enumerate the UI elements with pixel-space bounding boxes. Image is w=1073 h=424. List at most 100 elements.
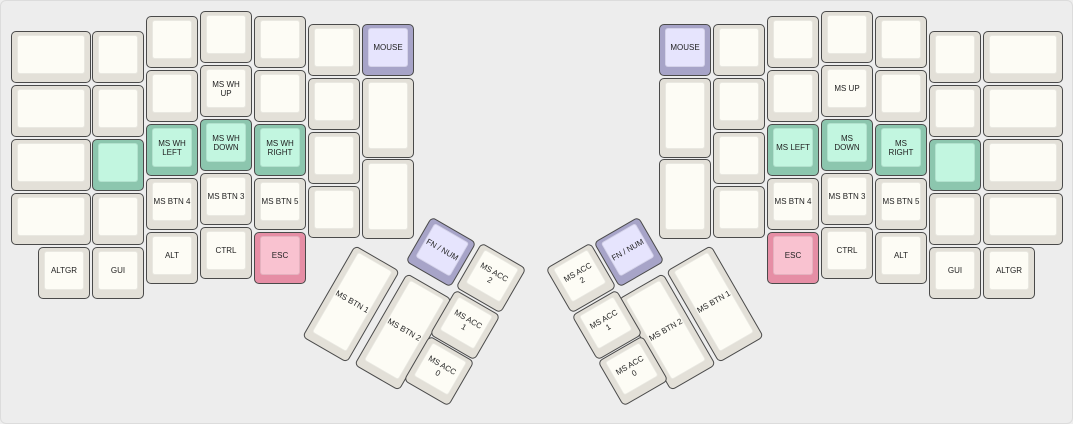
- key-right-r2c1[interactable]: [713, 132, 765, 184]
- key-left-r2c0[interactable]: [11, 139, 91, 191]
- key-label: [989, 89, 1057, 128]
- key-label: MS BTN 5: [260, 182, 300, 221]
- key-label: [152, 74, 192, 113]
- key-label: [260, 74, 300, 113]
- key-right-r2c6[interactable]: [983, 139, 1063, 191]
- key-label: [719, 190, 759, 229]
- key-left-r2c6[interactable]: [362, 159, 414, 239]
- key-left-r0c5[interactable]: [308, 24, 360, 76]
- key-left-r1c2[interactable]: [146, 70, 198, 122]
- key-right-r3c3[interactable]: MS BTN 3: [821, 173, 873, 225]
- key-left-r2c1[interactable]: [92, 139, 144, 191]
- key-label: [368, 163, 408, 230]
- key-left-r0c1[interactable]: [92, 31, 144, 83]
- key-right-r3c4[interactable]: MS BTN 5: [875, 178, 927, 230]
- key-left-r0c3[interactable]: [200, 11, 252, 63]
- key-label: GUI: [98, 251, 138, 290]
- key-left-r2c2[interactable]: MS WH LEFT: [146, 124, 198, 176]
- key-right-r1c1[interactable]: [713, 78, 765, 130]
- key-left-r3c0[interactable]: [11, 193, 91, 245]
- key-label: MS BTN 5: [881, 182, 921, 221]
- key-right-r0c4[interactable]: [875, 16, 927, 68]
- key-left-r1c0[interactable]: [11, 85, 91, 137]
- key-right-r1c6[interactable]: [983, 85, 1063, 137]
- key-label: ALTGR: [989, 251, 1029, 290]
- key-label: [314, 82, 354, 121]
- key-left-r2c4[interactable]: MS WH RIGHT: [254, 124, 306, 176]
- key-label: [989, 143, 1057, 182]
- key-label: FN / NUM: [415, 222, 470, 277]
- key-left-r3c4[interactable]: MS BTN 5: [254, 178, 306, 230]
- key-right-r4c2[interactable]: ESC: [767, 232, 819, 284]
- key-left-r0c6[interactable]: MOUSE: [362, 24, 414, 76]
- key-right-r2c0[interactable]: [659, 159, 711, 239]
- key-label: MS RIGHT: [881, 128, 921, 167]
- key-left-r2c5[interactable]: [308, 132, 360, 184]
- key-label: [935, 89, 975, 128]
- key-label: [368, 82, 408, 149]
- key-right-r1c2[interactable]: [767, 70, 819, 122]
- key-right-r3c1[interactable]: [713, 186, 765, 238]
- key-left-r3c3[interactable]: MS BTN 3: [200, 173, 252, 225]
- key-right-r0c6[interactable]: [983, 31, 1063, 83]
- key-label: [773, 74, 813, 113]
- key-right-r0c5[interactable]: [929, 31, 981, 83]
- key-label: MS WH DOWN: [206, 123, 246, 162]
- key-label: [152, 20, 192, 59]
- key-right-r0c0[interactable]: MOUSE: [659, 24, 711, 76]
- key-left-r4c1[interactable]: GUI: [92, 247, 144, 299]
- key-right-r4c4[interactable]: ALT: [875, 232, 927, 284]
- key-right-r3c2[interactable]: MS BTN 4: [767, 178, 819, 230]
- key-label: [314, 28, 354, 67]
- key-label: [665, 82, 705, 149]
- key-right-r3c5[interactable]: [929, 193, 981, 245]
- key-right-r0c1[interactable]: [713, 24, 765, 76]
- key-right-r2c2[interactable]: MS LEFT: [767, 124, 819, 176]
- key-left-r1c3[interactable]: MS WH UP: [200, 65, 252, 117]
- key-right-r1c4[interactable]: [875, 70, 927, 122]
- key-right-r0c3[interactable]: [821, 11, 873, 63]
- key-label: MS WH RIGHT: [260, 128, 300, 167]
- key-left-r4c0[interactable]: ALTGR: [38, 247, 90, 299]
- key-label: ESC: [260, 236, 300, 275]
- key-label: MS DOWN: [827, 123, 867, 162]
- key-label: [17, 89, 85, 128]
- key-left-r3c2[interactable]: MS BTN 4: [146, 178, 198, 230]
- key-label: [314, 190, 354, 229]
- key-label: [935, 35, 975, 74]
- key-label: MOUSE: [368, 28, 408, 67]
- key-label: [665, 163, 705, 230]
- key-right-r1c5[interactable]: [929, 85, 981, 137]
- key-left-r3c5[interactable]: [308, 186, 360, 238]
- key-right-r2c5[interactable]: [929, 139, 981, 191]
- key-left-r0c2[interactable]: [146, 16, 198, 68]
- key-left-r0c0[interactable]: [11, 31, 91, 83]
- key-label: [98, 143, 138, 182]
- key-left-r2c3[interactable]: MS WH DOWN: [200, 119, 252, 171]
- key-label: [17, 197, 85, 236]
- key-label: CTRL: [206, 231, 246, 270]
- key-right-r4c3[interactable]: CTRL: [821, 227, 873, 279]
- key-right-r4c6[interactable]: ALTGR: [983, 247, 1035, 299]
- key-right-r2c3[interactable]: MS DOWN: [821, 119, 873, 171]
- key-right-r0c2[interactable]: [767, 16, 819, 68]
- key-label: MS UP: [827, 69, 867, 108]
- key-label: MS BTN 3: [206, 177, 246, 216]
- key-left-r0c4[interactable]: [254, 16, 306, 68]
- key-left-r4c3[interactable]: CTRL: [200, 227, 252, 279]
- key-left-r4c2[interactable]: ALT: [146, 232, 198, 284]
- key-left-r1c5[interactable]: [308, 78, 360, 130]
- key-left-r4c4[interactable]: ESC: [254, 232, 306, 284]
- key-left-r1c4[interactable]: [254, 70, 306, 122]
- key-right-r1c3[interactable]: MS UP: [821, 65, 873, 117]
- key-left-r3c1[interactable]: [92, 193, 144, 245]
- key-left-r1c6[interactable]: [362, 78, 414, 158]
- key-label: [881, 74, 921, 113]
- key-label: [314, 136, 354, 175]
- key-left-r1c1[interactable]: [92, 85, 144, 137]
- key-right-r2c4[interactable]: MS RIGHT: [875, 124, 927, 176]
- key-right-r3c6[interactable]: [983, 193, 1063, 245]
- key-right-r1c0[interactable]: [659, 78, 711, 158]
- key-right-r4c5[interactable]: GUI: [929, 247, 981, 299]
